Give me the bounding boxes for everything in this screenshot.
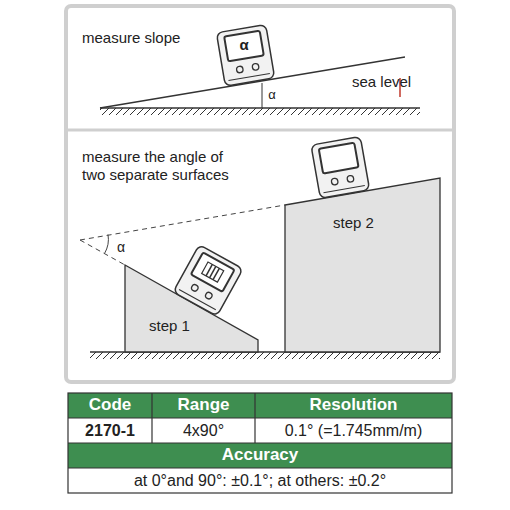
table-cell: 2170-1 bbox=[68, 418, 152, 443]
table-header bbox=[68, 443, 452, 468]
screen-reading: α bbox=[234, 35, 254, 55]
step-outline bbox=[125, 265, 258, 352]
section-heading: measure the angle of two separate surfac… bbox=[82, 146, 246, 186]
reference-label: sea level bbox=[352, 72, 432, 92]
step-label: step 2 bbox=[333, 214, 374, 231]
step-outline bbox=[285, 178, 440, 352]
dashed-extension bbox=[80, 205, 285, 240]
inclinometer bbox=[216, 25, 274, 87]
step-block: step 1 bbox=[125, 265, 258, 352]
ground-line bbox=[100, 107, 420, 108]
table-header bbox=[68, 393, 452, 418]
divider bbox=[66, 129, 454, 132]
angle-label: α bbox=[112, 237, 130, 257]
table-cell: Accuracy bbox=[68, 443, 452, 468]
step-block: step 2 bbox=[285, 178, 440, 352]
table-row bbox=[68, 418, 452, 443]
angle-arc bbox=[105, 235, 109, 254]
screen-reading: α bbox=[329, 147, 349, 167]
section-heading: measure slope bbox=[82, 28, 222, 48]
step-label: step 1 bbox=[149, 317, 190, 334]
table-cell: 0.1° (=1.745mm/m) bbox=[255, 418, 452, 443]
table-cell: Resolution bbox=[255, 393, 452, 418]
table-cell: Code bbox=[68, 393, 152, 418]
ground-hatch bbox=[100, 108, 420, 115]
angle-marker bbox=[262, 83, 263, 108]
table-cell: at 0°and 90°: ±0.1°; at others: ±0.2° bbox=[68, 468, 452, 493]
table-cell: 4x90° bbox=[152, 418, 255, 443]
angle-label: α bbox=[264, 86, 280, 104]
table-row bbox=[68, 468, 452, 493]
ground-hatch bbox=[90, 352, 440, 359]
table-cell: Range bbox=[152, 393, 255, 418]
inclinometer bbox=[311, 136, 370, 198]
frame bbox=[66, 6, 454, 382]
